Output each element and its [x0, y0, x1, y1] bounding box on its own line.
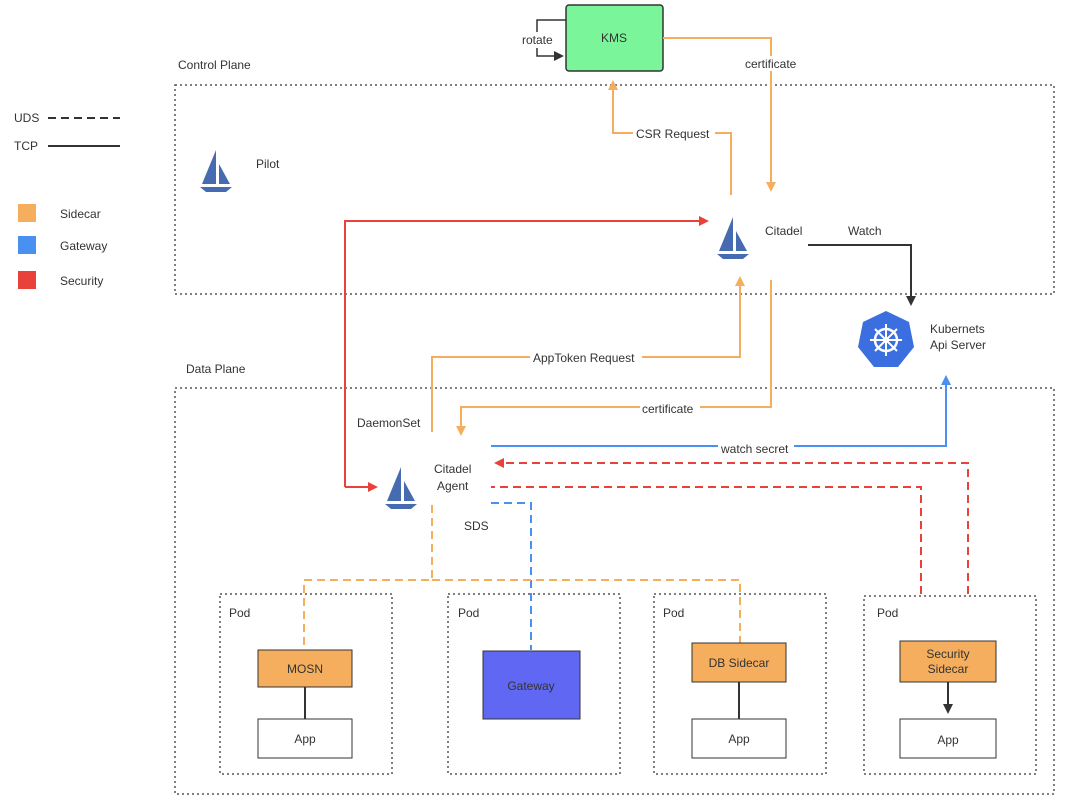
sds-label: SDS: [464, 519, 489, 533]
csr-request-label: CSR Request: [636, 127, 710, 141]
watch-label: Watch: [848, 224, 882, 238]
kms-certificate-arrow: [663, 37, 776, 192]
citadel-label: Citadel: [765, 224, 802, 238]
app-box: [257, 718, 353, 759]
app-label: App: [728, 732, 750, 746]
app-label: App: [294, 732, 316, 746]
certificate-top-label: certificate: [745, 57, 797, 71]
control-plane-title: Control Plane: [178, 58, 251, 72]
pilot-label: Pilot: [256, 157, 280, 171]
legend-uds-label: UDS: [14, 111, 39, 125]
rotate-label: rotate: [522, 33, 553, 47]
security-sidecar-label-line2: Sidecar: [928, 662, 969, 676]
apptoken-bg: [530, 350, 642, 365]
mosn-label: MOSN: [287, 662, 323, 676]
security-sidecar-box: [899, 640, 997, 683]
daemonset-label: DaemonSet: [357, 416, 421, 430]
citadel-agent-label-line2: Agent: [437, 479, 469, 493]
pod-label: Pod: [458, 606, 479, 620]
data-plane-boundary: [174, 387, 1055, 795]
gateway-box: [482, 650, 581, 720]
sds-mosn-link: [303, 505, 433, 650]
pod-mosn: [219, 593, 393, 775]
kubernetes-label-line1: Kubernets: [930, 322, 985, 336]
pod-db-sidecar: [653, 593, 827, 775]
legend: UDS TCP Sidecar Gateway Security: [14, 111, 120, 289]
db-sidecar-label: DB Sidecar: [709, 656, 770, 670]
legend-sidecar-swatch: [18, 204, 36, 222]
data-plane-title: Data Plane: [186, 362, 246, 376]
citadel-agent-label-line1: Citadel: [434, 462, 471, 476]
watch-secret-bg: [718, 441, 794, 456]
legend-gateway-swatch: [18, 236, 36, 254]
security-sidecar-label-line1: Security: [926, 647, 969, 661]
watch-arrow: [808, 244, 916, 306]
security-sidecar-link-inner: [491, 486, 922, 594]
citadel-icon: [717, 217, 749, 259]
legend-security-label: Security: [60, 274, 103, 288]
pod-label: Pod: [877, 606, 898, 620]
certificate-label: certificate: [642, 402, 694, 416]
mosn-box: [257, 649, 353, 688]
rotate-label-bg: [520, 32, 558, 48]
pod-gateway: [447, 593, 621, 775]
legend-tcp-label: TCP: [14, 139, 38, 153]
pod-label: Pod: [663, 606, 684, 620]
legend-security-swatch: [18, 271, 36, 289]
sds-gateway-link: [491, 502, 532, 650]
db-sidecar-box: [691, 642, 787, 683]
certificate-arrow: [456, 280, 772, 436]
watch-secret-arrow: [491, 375, 951, 447]
security-sidecar-link-outer: [494, 458, 969, 594]
apptoken-request-label: AppToken Request: [533, 351, 635, 365]
cert-top-bg: [742, 56, 802, 71]
citadel-agent-icon: [385, 467, 417, 509]
pod-security-sidecar: [863, 595, 1037, 775]
gateway-label: Gateway: [507, 679, 554, 693]
kms-label: KMS: [601, 31, 627, 45]
control-plane-boundary: [174, 84, 1055, 295]
pod-label: Pod: [229, 606, 250, 620]
security-citadel-arrow: [344, 216, 709, 487]
legend-sidecar-label: Sidecar: [60, 207, 101, 221]
app-box: [899, 718, 997, 759]
cert-bg: [640, 402, 700, 417]
app-box: [691, 718, 787, 759]
pilot-icon: [200, 150, 232, 192]
watch-secret-label: watch secret: [720, 442, 789, 456]
legend-gateway-label: Gateway: [60, 239, 107, 253]
app-label: App: [937, 733, 959, 747]
kubernetes-label-line2: Api Server: [930, 338, 986, 352]
csr-bg: [633, 126, 715, 141]
kubernetes-icon: [858, 311, 914, 367]
